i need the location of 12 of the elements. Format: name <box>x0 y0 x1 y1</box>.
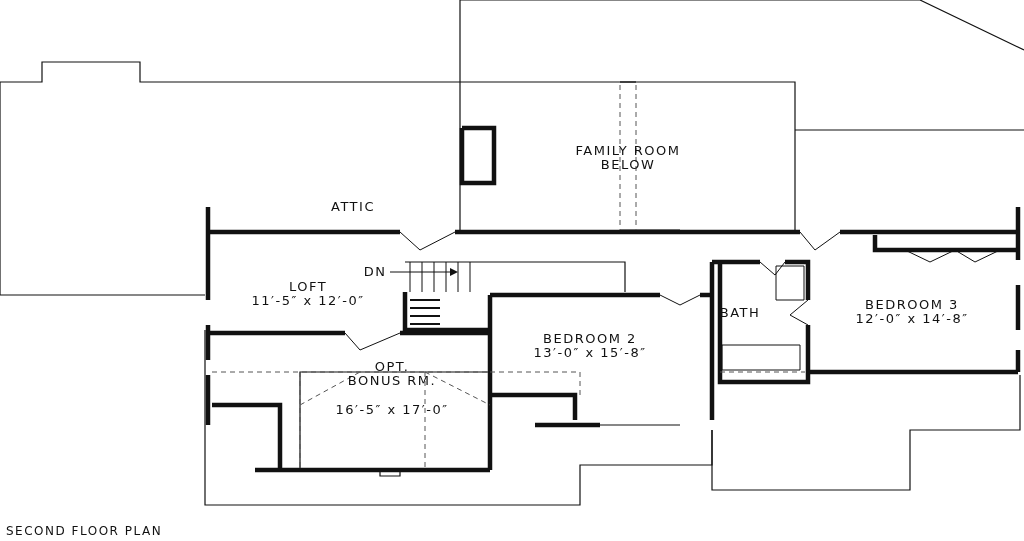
room-dimension: 12′-0″ x 14′-8″ <box>855 312 969 326</box>
room-label: ATTIC <box>331 200 375 214</box>
plan-caption: SECOND FLOOR PLAN <box>6 524 163 538</box>
room-dimension: 16′-5″ x 17′-0″ <box>335 403 449 417</box>
room-dimension: 13′-0″ x 15′-8″ <box>533 346 647 360</box>
room-label: OPT. BONUS RM. <box>347 360 437 388</box>
room-label: LOFT <box>288 280 328 294</box>
stair-direction-label: DN <box>363 265 387 279</box>
room-label: BEDROOM 2 <box>543 332 637 346</box>
room-label: FAMILY ROOM BELOW <box>574 144 682 172</box>
room-label: BEDROOM 3 <box>865 298 959 312</box>
room-dimension: 11′-5″ x 12′-0″ <box>251 294 365 308</box>
